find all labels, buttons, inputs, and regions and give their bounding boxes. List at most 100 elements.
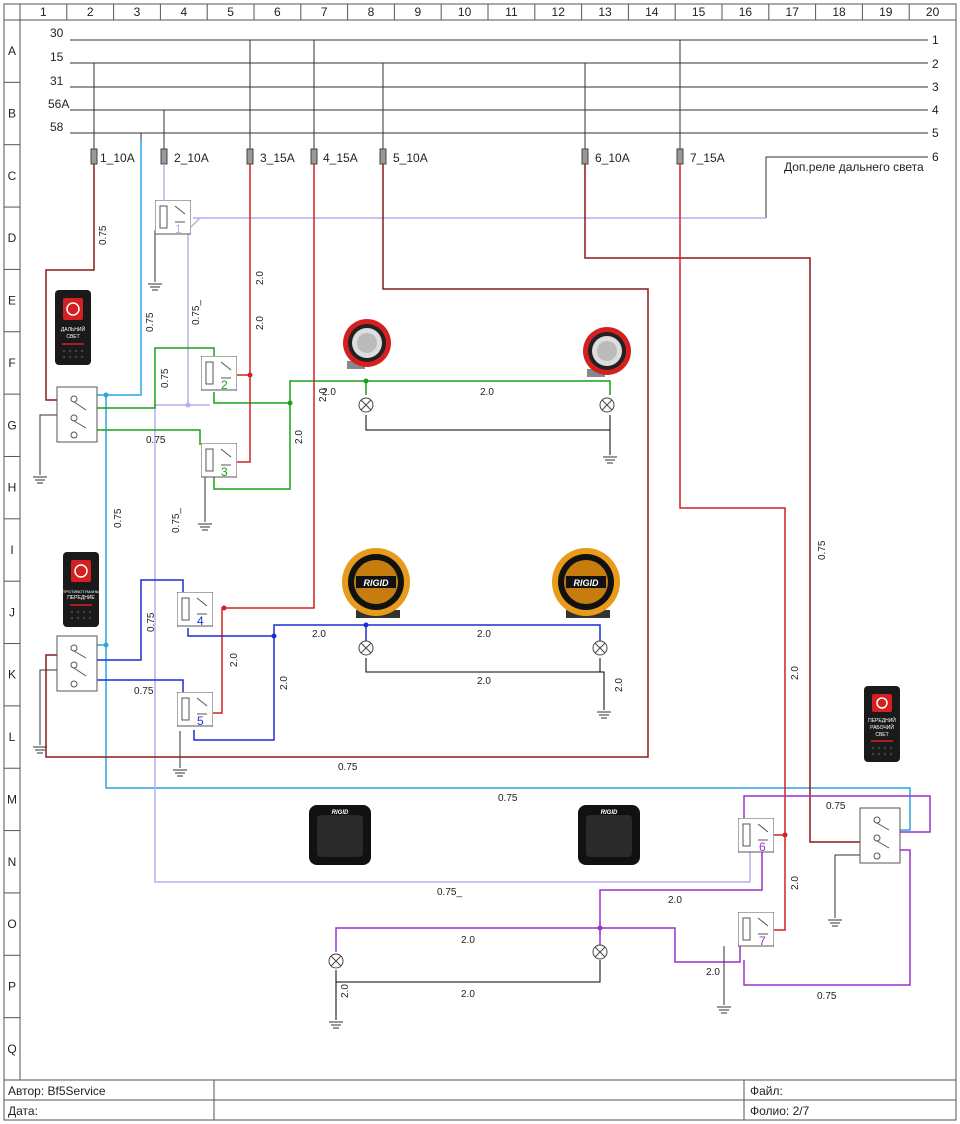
fog-light-right: RIGID: [552, 548, 620, 618]
wire-purple: [599, 852, 763, 945]
gauge-label: 2.0: [312, 629, 326, 640]
bus-end-number: 1: [932, 33, 939, 47]
fuse: [160, 148, 168, 165]
gauge-label: 2.0: [229, 653, 240, 667]
wire-purple: [335, 927, 741, 963]
gauge-label: 0.75: [498, 793, 518, 804]
relays: 1 2 3 4 5 6 7: [155, 200, 774, 948]
gauge-label: 2.0: [318, 388, 329, 402]
ground-icon: [828, 919, 842, 927]
switch-caption: СВЕТ: [875, 732, 888, 738]
gauge-label: 0.75: [146, 612, 157, 632]
gauge-label: 0.75: [338, 762, 358, 773]
fuse: [310, 148, 318, 165]
gauge-label: 2.0: [480, 387, 494, 398]
bus-end-number: 6: [932, 150, 939, 164]
gauge-label: 2.0: [461, 935, 475, 946]
brand-label: RIGID: [363, 578, 389, 588]
gauge-label: 2.0: [790, 666, 801, 680]
relay-2: 2: [201, 356, 237, 392]
wire-dark-red: [45, 164, 649, 758]
work-light-left: RIGID: [309, 805, 371, 865]
gauge-label: 2.0: [706, 967, 720, 978]
author-label: Автор:: [8, 1084, 44, 1098]
date-label: Дата:: [8, 1104, 38, 1118]
lamp-icon: [599, 397, 615, 413]
wire-purple: [743, 849, 911, 986]
wire-blue: [96, 679, 184, 695]
rocker-switch-high-beam: ДАЛЬНИЙ СВЕТ: [55, 290, 91, 365]
ground-icon: [198, 523, 212, 531]
rocker-switch-fog-lights: ПРОТИВОТУМАНЫ ПЕРЕДНИЕ: [63, 552, 100, 627]
wire-light-blue: [96, 140, 142, 396]
grid-column-label: 3: [134, 5, 141, 19]
grid-row-label: F: [8, 356, 15, 370]
wire-dark-red: [45, 164, 95, 401]
grid-row-label: B: [8, 107, 16, 121]
lamp-icon: [358, 397, 374, 413]
bus-label: 58: [50, 120, 64, 134]
wires: [45, 140, 931, 1020]
rocker-switch-work-light: ПЕРЕДНИЙ РАБОЧИЙ СВЕТ: [864, 686, 900, 762]
relay-number: 4: [197, 614, 204, 628]
bus-end-number: 4: [932, 103, 939, 117]
grid-column-label: 5: [227, 5, 234, 19]
wire-blue: [193, 636, 275, 741]
grid-column-label: 18: [832, 5, 846, 19]
grid-row-label: A: [8, 44, 16, 58]
power-buses: [70, 39, 928, 134]
grid-column-label: 11: [505, 5, 518, 19]
author-value: Bf5Service: [48, 1084, 106, 1098]
switch-caption: ПЕРЕДНИЕ: [67, 595, 95, 601]
lamp-icon: [328, 953, 344, 969]
switch-caption: ДАЛЬНИЙ: [61, 325, 86, 333]
grid-column-label: 8: [368, 5, 375, 19]
switch-symbols: [56, 386, 901, 864]
relay-number: 3: [221, 465, 228, 479]
grid-column-label: 1: [40, 5, 47, 19]
gauge-label: 2.0: [790, 876, 801, 890]
fuse: [676, 148, 684, 165]
wire-light-blue: [105, 395, 911, 831]
brand-label: RIGID: [332, 810, 349, 816]
wire-lavender: [154, 404, 751, 883]
gauge-label: 2.0: [461, 989, 475, 1000]
aux-line-label: Доп.реле дальнего света: [784, 160, 924, 174]
wire-blue: [187, 624, 601, 643]
fuse-label: 6_10A: [595, 151, 630, 165]
grid-column-label: 15: [692, 5, 706, 19]
ground-icon: [597, 711, 611, 719]
gauge-label: 2.0: [477, 676, 491, 687]
switch-symbol: [56, 386, 98, 443]
svg-text:Автор: Bf5Service: Автор: Bf5Service: [8, 1084, 106, 1098]
gauge-label: 0.75_: [191, 300, 202, 325]
bus-end-number: 5: [932, 126, 939, 140]
fuse-label: 5_10A: [393, 151, 428, 165]
wire-green: [213, 380, 611, 404]
grid-row-label: J: [9, 605, 15, 619]
relay-1: 1: [155, 200, 191, 236]
bus-end-number: 2: [932, 57, 939, 71]
ground-icon: [603, 456, 617, 464]
grid-column-label: 6: [274, 5, 281, 19]
bus-label: 15: [50, 50, 64, 64]
ground-icon: [717, 1006, 731, 1014]
gauge-label: 0.75: [134, 686, 154, 697]
fuse: [90, 148, 98, 165]
fuse-label: 3_15A: [260, 151, 295, 165]
grid-row-label: I: [10, 543, 13, 557]
fog-light-left: RIGID: [342, 548, 410, 618]
driving-light-right: [583, 327, 631, 377]
lamp-icon: [358, 640, 374, 656]
wire-blue: [96, 579, 184, 661]
grid-column-label: 2: [87, 5, 94, 19]
svg-text:Фолио: 2/7: Фолио: 2/7: [750, 1104, 810, 1118]
bus-labels: 30 15 31 56A 58 1 2 3 4 5 6 Доп.реле дал…: [48, 26, 939, 174]
ground-icon: [329, 1021, 343, 1029]
gauge-label: 2.0: [477, 629, 491, 640]
bus-label: 31: [50, 74, 64, 88]
wire-black: [365, 415, 611, 455]
